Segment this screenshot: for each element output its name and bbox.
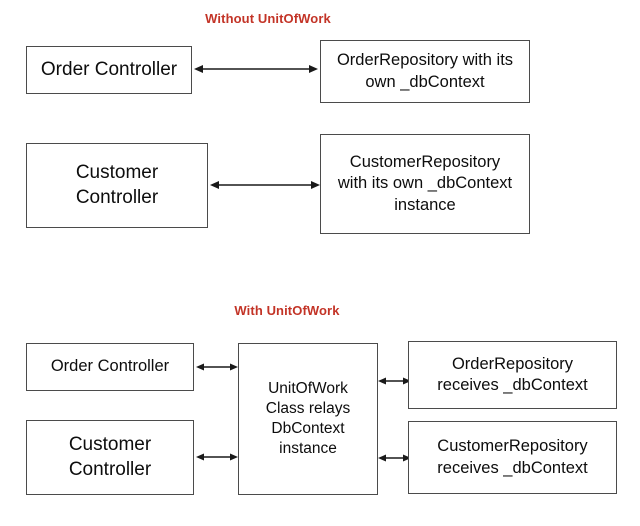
node-order-controller: Order Controller xyxy=(26,46,192,94)
node-line: Customer xyxy=(75,161,159,183)
node-line: UnitOfWork xyxy=(268,379,348,397)
connector-customer-controller-to-customer-repository xyxy=(210,179,320,191)
node-customer-controller: Customer Controller xyxy=(26,143,208,228)
node-line: DbContext xyxy=(271,420,345,437)
node-line: CustomerRepository xyxy=(349,152,501,171)
node-line: OrderRepository with its xyxy=(336,51,514,70)
node-line: Order Controller xyxy=(40,58,178,80)
node-customer-repository: CustomerRepository with its own _dbConte… xyxy=(320,134,530,234)
connector-order-controller-to-unitofwork xyxy=(196,361,238,373)
node-line: Controller xyxy=(75,186,159,208)
node-line: instance xyxy=(279,440,337,458)
node-line: own _dbContext xyxy=(365,72,485,91)
node-customer-controller-with-uow: Customer Controller xyxy=(26,420,194,495)
node-line: CustomerRepository xyxy=(437,437,588,456)
node-line: receives _dbContext xyxy=(437,458,588,477)
section-heading-with-unitofwork: With UnitOfWork xyxy=(234,303,340,318)
connector-unitofwork-to-order-repository xyxy=(378,375,411,387)
node-line: Order Controller xyxy=(50,357,170,376)
node-line: Controller xyxy=(68,458,152,480)
node-order-controller-with-uow: Order Controller xyxy=(26,343,194,391)
section-heading-without-unitofwork: Without UnitOfWork xyxy=(205,11,331,26)
node-line: receives _dbContext xyxy=(437,376,588,394)
node-line: OrderRepository xyxy=(451,354,574,373)
connector-order-controller-to-order-repository xyxy=(194,63,318,75)
node-line: Class relays xyxy=(265,399,351,417)
connector-unitofwork-to-customer-repository xyxy=(378,452,411,464)
node-line: Customer xyxy=(68,433,152,455)
node-order-repository: OrderRepository with its own _dbContext xyxy=(320,40,530,103)
node-line: instance xyxy=(394,195,456,214)
node-customer-repository-with-uow: CustomerRepository receives _dbContext xyxy=(408,421,617,494)
node-unitofwork: UnitOfWork Class relays DbContext instan… xyxy=(238,343,378,495)
node-order-repository-with-uow: OrderRepository receives _dbContext xyxy=(408,341,617,409)
connector-customer-controller-to-unitofwork xyxy=(196,451,238,463)
node-line: with its own _dbContext xyxy=(337,174,513,193)
